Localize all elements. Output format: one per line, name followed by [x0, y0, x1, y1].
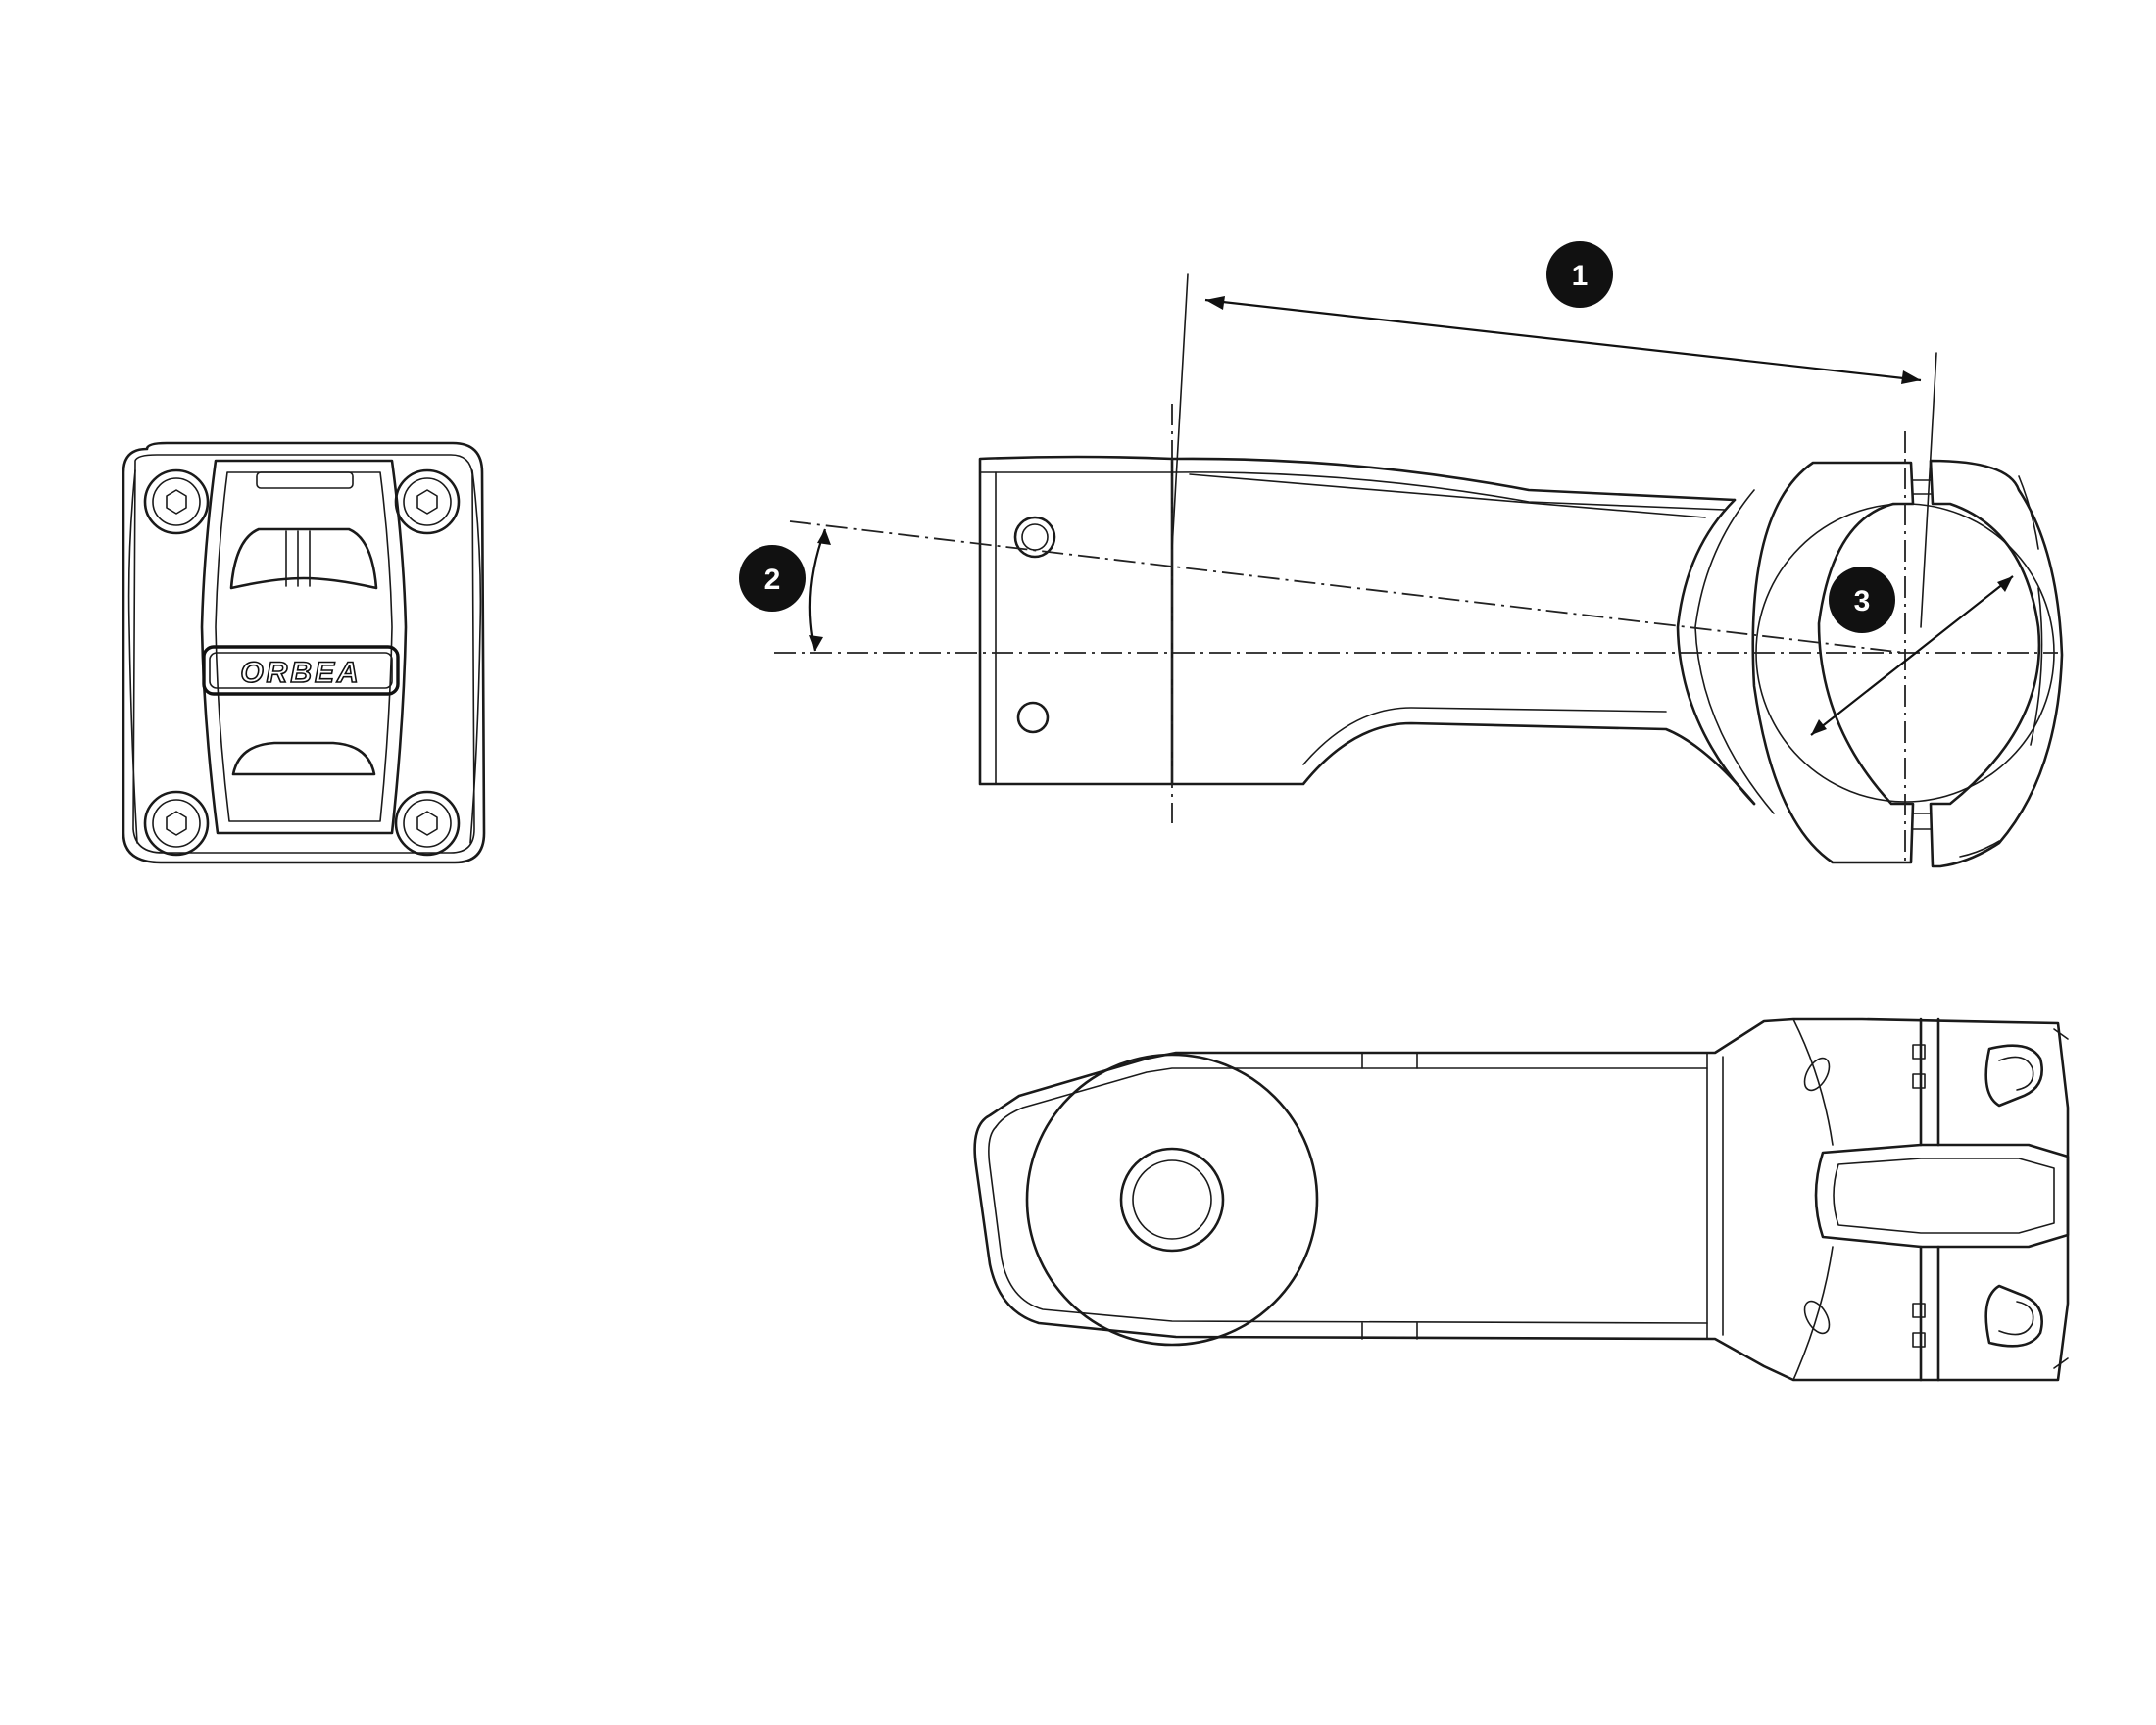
faceplate-bolt-bottom-right	[394, 790, 461, 857]
callout-label-2: 2	[764, 564, 781, 596]
faceplate-bolt-top-left	[143, 468, 210, 535]
front-view-faceplate: ORBEA	[122, 441, 486, 864]
faceplate-bolt-bottom-left	[143, 790, 210, 857]
dimension-angle	[808, 528, 831, 652]
side-view	[978, 455, 2064, 868]
dimension-clamp-diameter	[1810, 575, 2014, 736]
callout-label-1: 1	[1572, 260, 1589, 292]
centerlines	[774, 404, 2058, 862]
callout-badge-3: 3	[1829, 567, 1895, 633]
callout-badge-2: 2	[739, 545, 806, 612]
callout-label-3: 3	[1854, 585, 1871, 617]
faceplate-bolt-top-right	[394, 468, 461, 535]
top-view	[973, 1017, 2070, 1382]
dimension-length	[1171, 273, 1937, 628]
brand-logo-text: ORBEA	[240, 657, 361, 689]
callout-badge-1: 1	[1546, 241, 1613, 308]
